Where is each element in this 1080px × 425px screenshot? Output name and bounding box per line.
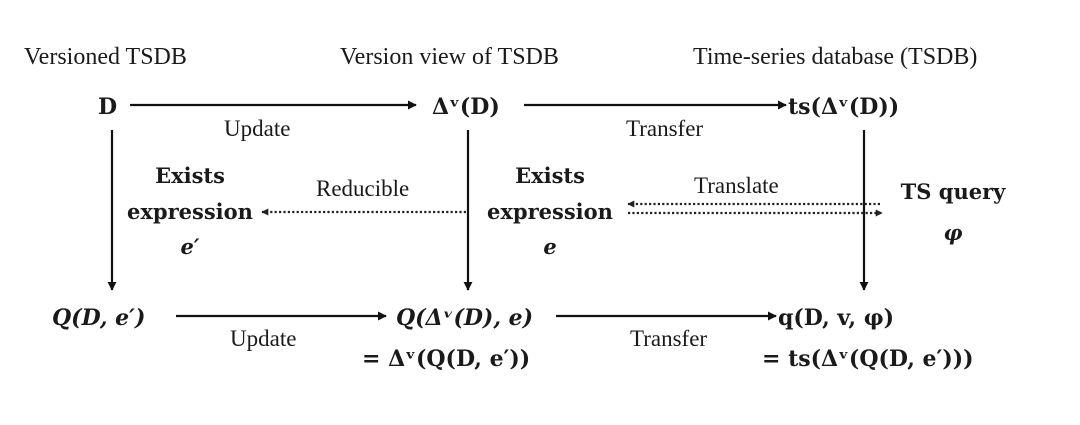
exists-middle-line1: Exists [515,163,585,188]
label-bottom-transfer: Transfer [630,326,707,351]
node-q-right: q(D, v, φ) [778,305,894,331]
header-versioned-tsdb: Versioned TSDB [24,44,187,70]
exists-middle-line3: e [543,234,556,259]
node-q-right-equals: = ts(Δᵛ(Q(D, e′))) [762,346,974,372]
exists-left-line1: Exists [155,163,225,188]
node-q-middle: Q(Δᵛ(D), e) [396,305,533,331]
exists-expression-middle: Exists expression e [487,163,613,259]
exists-left-line2: expression [127,199,253,224]
ts-query-phi: φ [943,220,962,245]
exists-expression-left: Exists expression e′ [127,163,253,259]
header-time-series-database: Time-series database (TSDB) [693,44,977,70]
exists-middle-line2: expression [487,199,613,224]
ts-query-line1: TS query [901,179,1006,204]
label-top-transfer: Transfer [626,116,703,141]
label-translate: Translate [694,173,779,198]
node-delta-d: Δᵛ(D) [432,94,500,120]
node-d: D [98,94,117,120]
ts-query: TS query φ [901,179,1006,245]
label-top-update: Update [224,116,290,141]
label-reducible: Reducible [316,176,409,201]
node-q-left: Q(D, e′) [52,305,145,331]
node-q-middle-equals: = Δᵛ(Q(D, e′)) [362,346,530,372]
node-ts-delta-d: ts(Δᵛ(D)) [788,94,899,120]
header-version-view: Version view of TSDB [340,44,559,70]
exists-left-line3: e′ [181,234,200,259]
label-bottom-update: Update [230,326,296,351]
